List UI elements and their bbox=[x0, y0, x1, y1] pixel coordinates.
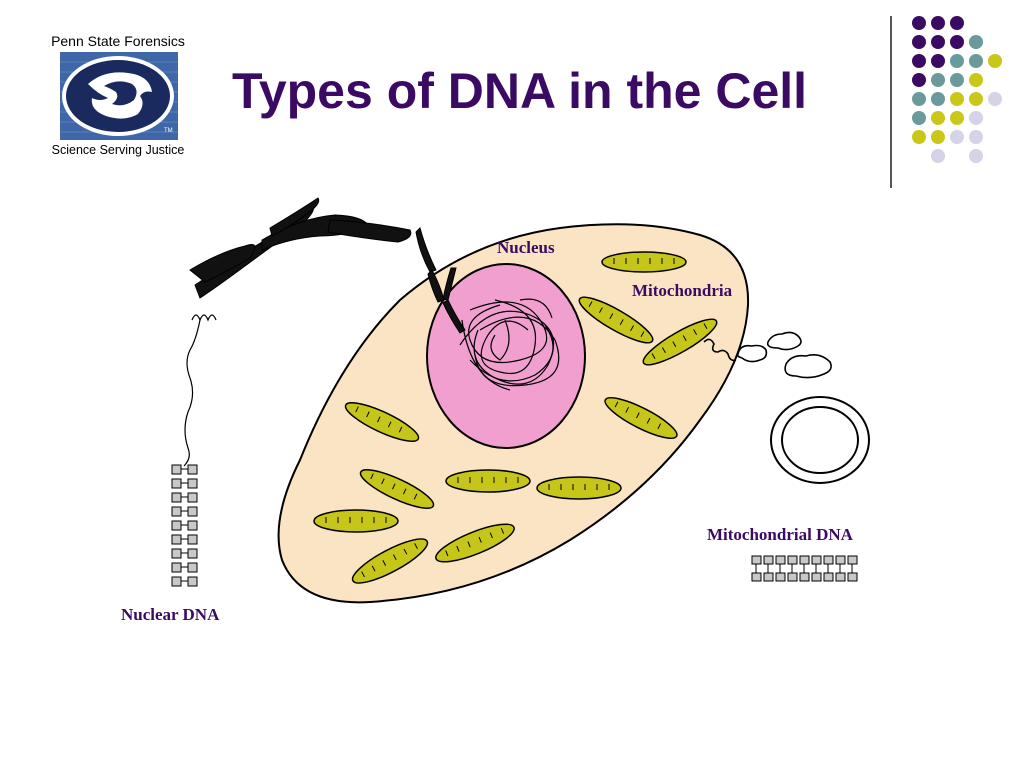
mitochondrion bbox=[604, 397, 678, 439]
slide-title: Types of DNA in the Cell bbox=[232, 63, 808, 119]
mitochondrion bbox=[313, 509, 399, 533]
mitochondrion bbox=[642, 318, 718, 366]
label-mitochondrial-dna: Mitochondrial DNA bbox=[707, 525, 853, 544]
mitochondrion bbox=[601, 251, 687, 273]
chromosome-strands bbox=[189, 197, 466, 334]
logo-top-text: Penn State Forensics bbox=[51, 33, 185, 49]
label-nuclear-dna: Nuclear DNA bbox=[121, 605, 220, 624]
mitochondrion bbox=[578, 296, 654, 344]
circular-mito-dna bbox=[770, 396, 870, 484]
label-mitochondria: Mitochondria bbox=[632, 281, 733, 300]
nucleus bbox=[426, 263, 586, 449]
trademark-mark: TM bbox=[164, 128, 173, 134]
mitochondrion bbox=[435, 523, 515, 563]
mitochondrion bbox=[445, 469, 531, 493]
mitochondria-group bbox=[313, 251, 718, 584]
nuclear-dna-fiber bbox=[183, 314, 217, 467]
chromatin bbox=[459, 298, 560, 391]
mitochondrion bbox=[359, 469, 435, 509]
logo-bottom-text: Science Serving Justice bbox=[51, 143, 185, 157]
decor-divider bbox=[890, 16, 892, 188]
mito-dna-coils bbox=[703, 331, 832, 379]
mitochondrion bbox=[351, 538, 429, 584]
mitochondrion bbox=[344, 402, 420, 442]
nuclear-dna-ladder bbox=[171, 464, 198, 587]
penn-state-logo: TM bbox=[60, 52, 178, 140]
mito-dna-ladder bbox=[751, 555, 858, 582]
mitochondrion bbox=[536, 476, 622, 500]
label-nucleus: Nucleus bbox=[497, 238, 555, 257]
